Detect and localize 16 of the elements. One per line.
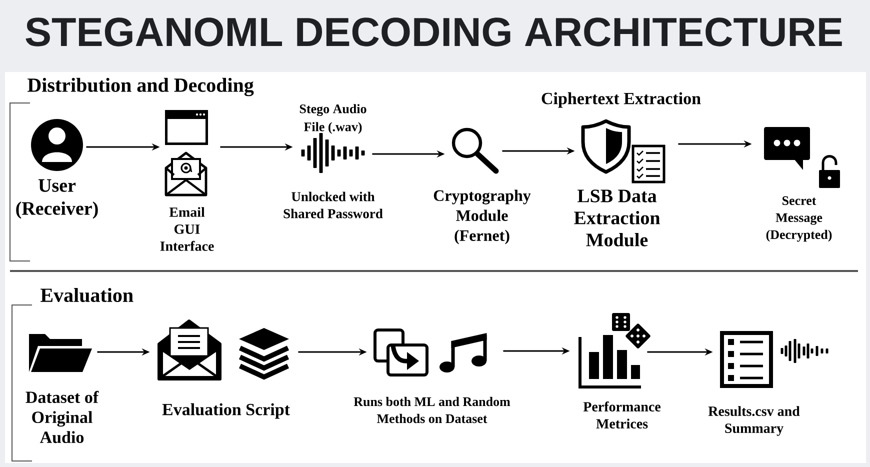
node-label: Results.csv and Summary bbox=[708, 406, 800, 436]
node-label: Runs both ML and Random Methods on Dataset bbox=[354, 396, 510, 424]
title: STEGANOML DECODING ARCHITECTURE bbox=[26, 18, 842, 46]
node-label: Unlocked with Shared Password bbox=[284, 192, 383, 218]
node-label: Cryptography Module (Fernet) bbox=[434, 190, 531, 244]
node-label: LSB Data Extraction Module bbox=[574, 190, 660, 246]
section-heading: Distribution and Decoding bbox=[28, 78, 254, 96]
node-label: Stego Audio File (.wav) bbox=[300, 104, 366, 134]
node-label: Secret Message (Decrypted) bbox=[766, 196, 832, 242]
node-label: Dataset of Original Audio bbox=[26, 390, 99, 444]
node-label: Evaluation Script bbox=[162, 403, 290, 419]
stage-heading: Ciphertext Extraction bbox=[542, 92, 701, 108]
node-label: Email GUI Interface bbox=[160, 207, 214, 251]
section-heading: Evaluation bbox=[40, 288, 134, 302]
node-label: User (Receiver) bbox=[16, 179, 98, 219]
node-label: Performance Metrices bbox=[583, 402, 661, 428]
